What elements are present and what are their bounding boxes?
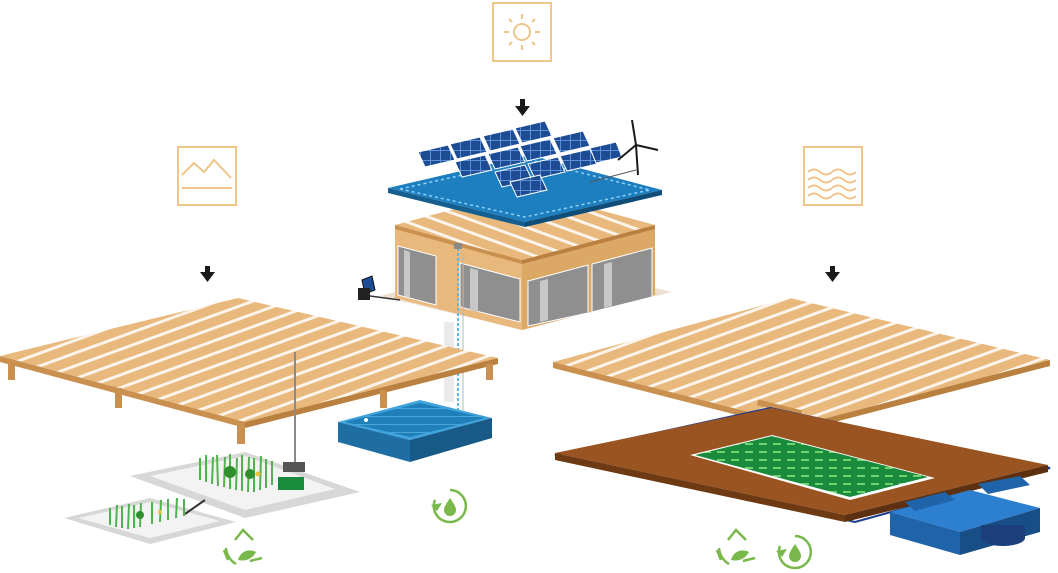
water-drop-cycle-icon: [776, 534, 813, 570]
down-arrow-icon: [200, 266, 215, 282]
hydroponic-grow-beds: [64, 452, 360, 544]
mountain-landscape-icon: [177, 146, 237, 206]
water-tank: [338, 400, 492, 462]
solar-building: [358, 119, 672, 420]
sun-icon: [492, 2, 552, 62]
water-deck-platform: [553, 298, 1050, 431]
control-terminal: [358, 275, 401, 301]
fish-farm-pontoon: [554, 406, 1051, 555]
wind-turbine-icon: [617, 119, 659, 176]
down-arrow-icon: [825, 266, 840, 282]
floating-tanks: [890, 476, 1040, 555]
water-drop-cycle-icon: [431, 488, 468, 524]
solar-panels: [417, 120, 623, 198]
recycle-leaf-icon: [715, 528, 756, 566]
plants: [109, 454, 273, 530]
water-waves-icon: [803, 146, 863, 206]
land-deck-platform: [0, 298, 498, 462]
recycle-leaf-icon: [222, 528, 263, 566]
down-arrow-icon: [515, 99, 530, 116]
